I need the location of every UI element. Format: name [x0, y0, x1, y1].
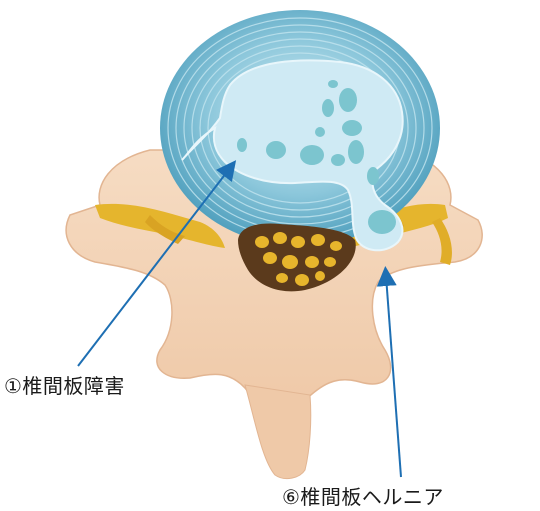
label-disc-herniation: ⑥椎間板ヘルニア	[282, 481, 444, 510]
label-disc-disorder: ①椎間板障害	[4, 370, 125, 399]
spinous-process	[245, 385, 311, 479]
